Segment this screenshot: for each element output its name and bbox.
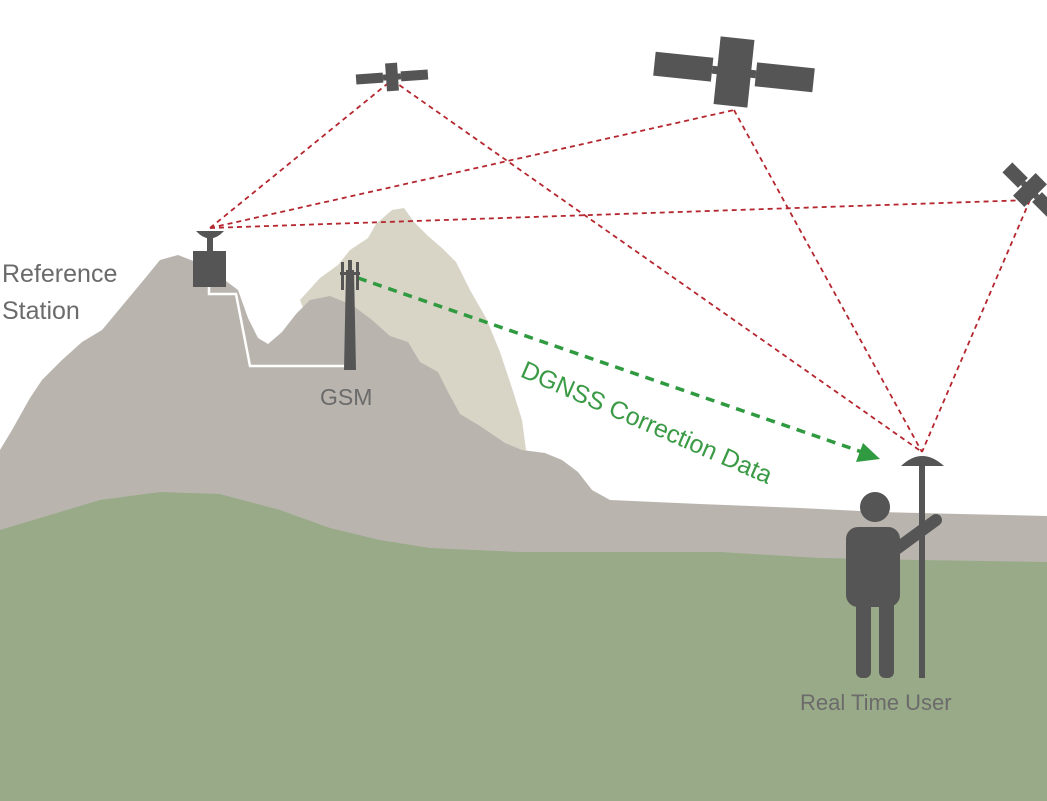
dgnss-correction-arrow <box>357 276 863 454</box>
reference-station-icon <box>193 231 226 287</box>
ground <box>0 492 1047 801</box>
satellite-icon <box>1002 162 1047 218</box>
satellite-icon <box>355 62 429 92</box>
station-cable <box>207 287 350 368</box>
gsm-label: GSM <box>320 384 373 410</box>
gnss-receiver-icon <box>901 456 944 678</box>
signal-lines <box>209 79 1031 453</box>
gsm-tower-icon <box>340 260 360 370</box>
reference-station-label-line1: Reference <box>2 260 118 288</box>
real-time-user-icon <box>846 492 942 678</box>
reference-station-label-line2: Station <box>2 297 80 325</box>
real-time-user-label: Real Time User <box>800 690 952 715</box>
reference-station-label: Reference Station <box>2 256 117 330</box>
satellite-icon <box>653 36 815 108</box>
dgnss-arrowhead <box>856 443 880 462</box>
